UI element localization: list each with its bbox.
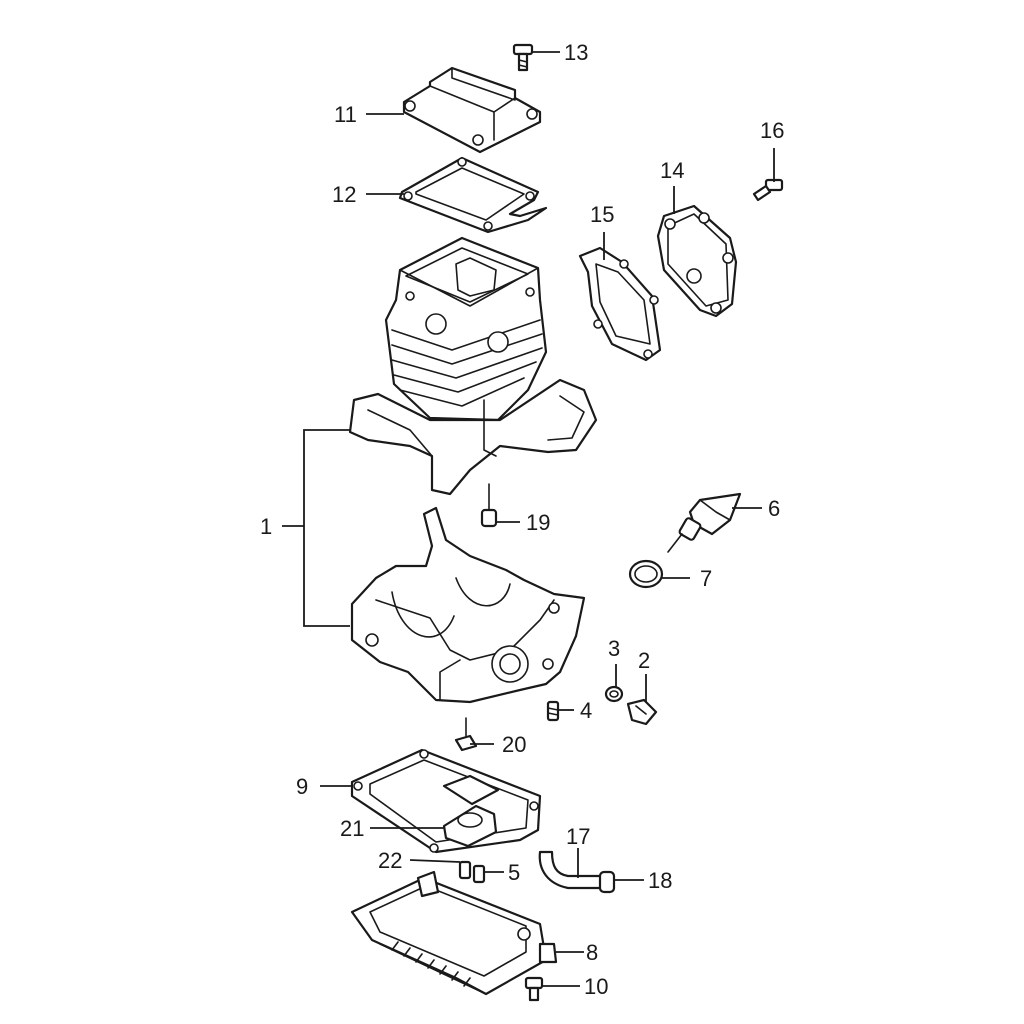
callout-12: 12 (332, 182, 356, 207)
part-1-upper-block (348, 236, 598, 496)
part-4-bolt (546, 700, 560, 722)
callout-labels: 13 11 12 16 14 15 1 19 6 7 3 2 4 20 9 21… (260, 40, 784, 999)
callout-16: 16 (760, 118, 784, 143)
part-20-plate (454, 717, 478, 752)
callout-4: 4 (580, 698, 592, 723)
part-16-screw (752, 178, 784, 202)
callout-13: 13 (564, 40, 588, 65)
part-18-fitting (598, 870, 616, 894)
part-12-gasket (398, 156, 548, 234)
callout-17: 17 (566, 824, 590, 849)
part-13-screw (512, 43, 534, 72)
leader-lines (282, 51, 775, 987)
part-5-bolt (472, 864, 486, 884)
part-14-side-cover (656, 204, 738, 318)
part-2-plug (626, 698, 658, 726)
part-11-cover (402, 66, 542, 154)
callout-6: 6 (768, 496, 780, 521)
callout-14: 14 (660, 158, 684, 183)
callout-7: 7 (700, 566, 712, 591)
callout-20: 20 (502, 732, 526, 757)
callout-8: 8 (586, 940, 598, 965)
callout-1: 1 (260, 514, 272, 539)
callout-9: 9 (296, 774, 308, 799)
callout-2: 2 (638, 648, 650, 673)
callout-10: 10 (584, 974, 608, 999)
callout-15: 15 (590, 202, 614, 227)
part-21-strainer (442, 804, 498, 848)
part-22-bolt (458, 860, 472, 880)
part-10-bolt (524, 976, 544, 1002)
callout-18: 18 (648, 868, 672, 893)
part-15-side-gasket (578, 246, 662, 362)
part-1-crankcase (350, 506, 586, 704)
oil-pan (350, 870, 548, 996)
callout-3: 3 (608, 636, 620, 661)
callout-5: 5 (508, 860, 520, 885)
callout-21: 21 (340, 816, 364, 841)
callout-11: 11 (334, 102, 357, 127)
part-7-o-ring (628, 559, 664, 589)
part-17-tube (538, 850, 604, 890)
part-8-plug (538, 942, 558, 964)
part-19-pin (480, 483, 498, 528)
callout-19: 19 (526, 510, 550, 535)
part-3-washer (604, 685, 624, 703)
callout-22: 22 (378, 848, 402, 873)
part-6-sensor (667, 492, 742, 553)
